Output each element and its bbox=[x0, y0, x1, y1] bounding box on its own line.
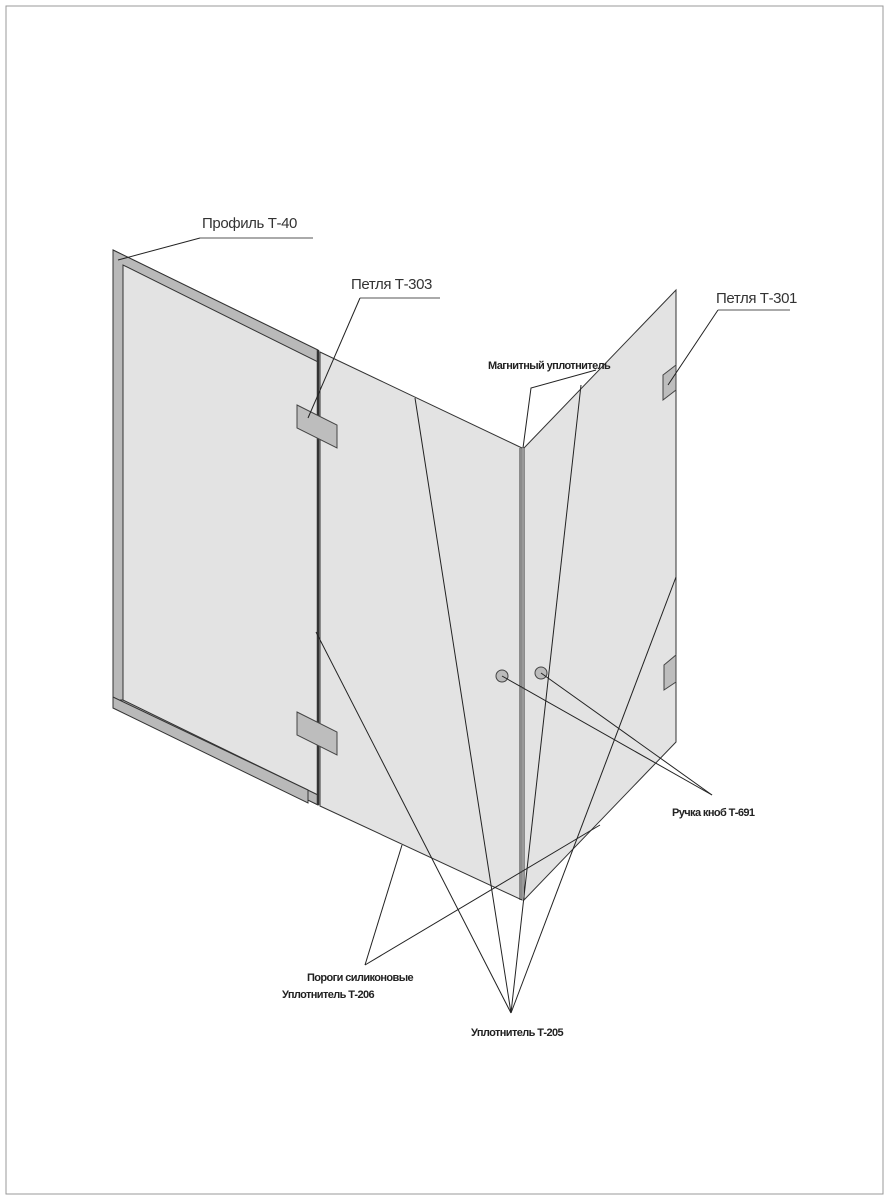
label-hinge-t301: Петля Т-301 bbox=[716, 290, 797, 307]
profile-bottom-strip bbox=[112, 696, 309, 804]
hinge-t301-bottom bbox=[663, 653, 677, 691]
label-magnetic-seal: Магнитный уплотнитель bbox=[488, 360, 611, 372]
hinge-t303-bottom bbox=[296, 711, 338, 756]
label-seal-t206: Уплотнитель Т-206 bbox=[282, 989, 374, 1001]
label-hinge-t303: Петля Т-303 bbox=[351, 276, 432, 293]
label-thresholds: Пороги силиконовые bbox=[307, 972, 413, 984]
label-profile-t40: Профиль Т-40 bbox=[202, 215, 297, 232]
label-knob-t691: Ручка кноб Т-691 bbox=[672, 807, 755, 819]
label-seal-t205: Уплотнитель Т-205 bbox=[471, 1027, 563, 1039]
leader-lines bbox=[117, 237, 790, 1014]
hinge-t303-top bbox=[296, 404, 338, 449]
